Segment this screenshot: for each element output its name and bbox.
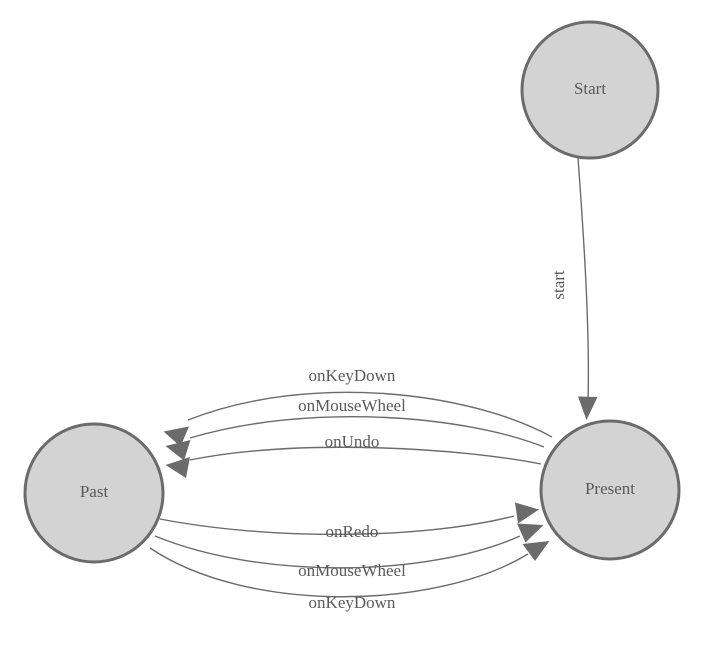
edge-label-past-to-present-onmousewheel: onMouseWheel: [298, 561, 406, 580]
state-node-present[interactable]: Present: [539, 419, 681, 561]
state-node-shape[interactable]: [520, 20, 660, 160]
arrowhead-icon: [163, 426, 189, 447]
edge-line: [189, 415, 545, 448]
edge-past-to-present-onkeydown: [149, 541, 550, 598]
edge-line: [159, 515, 515, 536]
arrowhead-icon: [517, 523, 544, 543]
edge-line: [154, 535, 521, 569]
state-node-label-past: Past: [80, 482, 109, 501]
edge-label-start-to-present: start: [549, 270, 568, 300]
edge-past-to-present-onredo: [159, 502, 539, 536]
edge-line: [189, 446, 542, 465]
state-node-label-start: Start: [574, 79, 606, 98]
arrowhead-icon: [522, 541, 550, 561]
arrowhead-icon: [515, 502, 539, 524]
state-node-shape[interactable]: [539, 419, 681, 561]
edge-labels-layer: start onKeyDown onMouseWheel onUndo onRedo on…: [298, 270, 568, 612]
state-node-label-present: Present: [585, 479, 635, 498]
edge-past-to-present-onmousewheel: [154, 523, 544, 569]
edge-line: [577, 157, 590, 405]
edge-present-to-past-onundo: [165, 446, 542, 478]
edge-label-past-to-present-onkeydown: onKeyDown: [309, 593, 396, 612]
edge-label-past-to-present-onredo: onRedo: [326, 522, 379, 541]
arrowhead-icon: [165, 457, 190, 478]
edge-line: [149, 547, 529, 598]
state-node-start[interactable]: Start: [520, 20, 660, 160]
state-node-shape[interactable]: [23, 422, 165, 564]
edge-label-present-to-past-onundo: onUndo: [325, 432, 380, 451]
edge-line: [187, 391, 553, 438]
edge-label-present-to-past-onmousewheel: onMouseWheel: [298, 396, 406, 415]
edges-layer: [149, 157, 598, 598]
edge-present-to-past-onmousewheel: [165, 415, 545, 461]
edge-label-present-to-past-onkeydown: onKeyDown: [309, 366, 396, 385]
edge-present-to-past-onkeydown: [163, 391, 553, 447]
state-node-past[interactable]: Past: [23, 422, 165, 564]
edge-start-to-present: [577, 157, 598, 420]
arrowhead-icon: [165, 440, 191, 461]
arrowhead-icon: [578, 396, 598, 420]
